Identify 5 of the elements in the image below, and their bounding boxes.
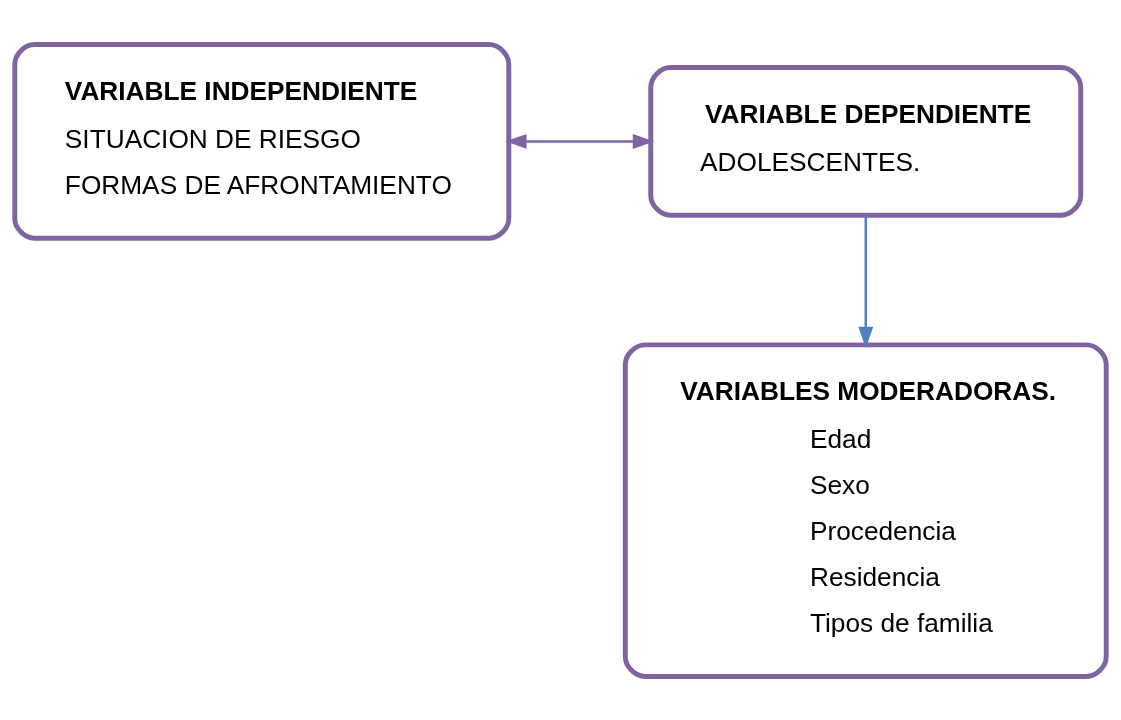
node-box: VARIABLES MODERADORAS. Edad Sexo Procedencia Residencia Tipos de familia: [622, 341, 1109, 679]
node-box: VARIABLE INDEPENDIENTE SITUACION DE RIESGO FORMAS DE AFRONTAMIENTO: [12, 41, 512, 241]
arrow: [505, 133, 655, 149]
arrow: [858, 214, 874, 348]
node-box: VARIABLE DEPENDIENTE ADOLESCENTES.: [648, 64, 1084, 218]
